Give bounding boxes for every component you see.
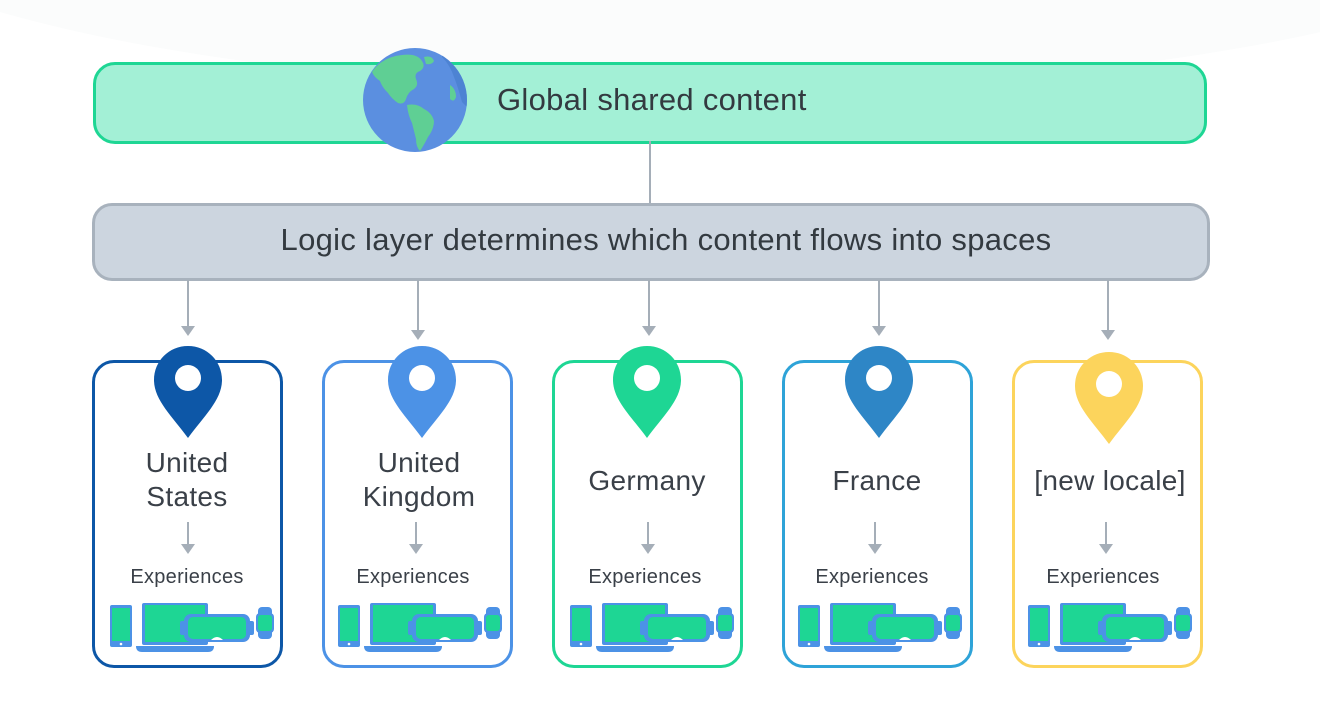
locale-title: [new locale]	[1000, 464, 1220, 498]
devices-icon-group	[570, 603, 734, 652]
phone-icon	[338, 605, 360, 647]
locale-title-line1: United	[377, 447, 461, 478]
locale-title: United Kingdom	[309, 446, 529, 514]
smartwatch-icon	[1174, 607, 1192, 639]
map-pin-icon	[845, 346, 913, 438]
vr-headset-icon	[408, 614, 482, 642]
arrow-to-experiences	[409, 522, 423, 554]
locale-title-line1: United	[145, 447, 229, 478]
smartwatch-icon	[944, 607, 962, 639]
experiences-label: Experiences	[815, 566, 929, 588]
connector-line	[649, 141, 651, 205]
devices-icon-group	[110, 603, 274, 652]
vr-headset-icon	[180, 614, 254, 642]
smartwatch-icon	[256, 607, 274, 639]
map-pin-icon	[154, 346, 222, 438]
experiences-label: Experiences	[1046, 566, 1160, 588]
vr-headset-icon	[640, 614, 714, 642]
map-pin-icon	[388, 346, 456, 438]
locale-title: France	[767, 464, 987, 498]
experiences-label: Experiences	[588, 566, 702, 588]
locale-title-line1: [new locale]	[1034, 465, 1186, 496]
global-shared-content-box	[93, 62, 1207, 144]
locale-title-line1: France	[832, 465, 922, 496]
phone-icon	[110, 605, 132, 647]
arrow-to-experiences	[181, 522, 195, 554]
vr-headset-icon	[1098, 614, 1172, 642]
smartwatch-icon	[484, 607, 502, 639]
arrow-to-experiences	[641, 522, 655, 554]
phone-icon	[798, 605, 820, 647]
arrow-to-france	[872, 280, 886, 336]
phone-icon	[570, 605, 592, 647]
globe-icon	[363, 48, 467, 152]
devices-icon-group	[1028, 603, 1192, 652]
arrow-to-new-locale	[1101, 280, 1115, 340]
phone-icon	[1028, 605, 1050, 647]
arrow-to-experiences	[1099, 522, 1113, 554]
experiences-label: Experiences	[130, 566, 244, 588]
arrow-to-experiences	[868, 522, 882, 554]
experiences-label: Experiences	[356, 566, 470, 588]
arrow-to-us	[181, 280, 195, 336]
logic-layer-box	[92, 203, 1210, 281]
map-pin-icon	[1075, 352, 1143, 444]
locale-title-line1: Germany	[588, 465, 706, 496]
map-pin-icon	[613, 346, 681, 438]
locale-title-line2: States	[146, 481, 228, 512]
locale-title: Germany	[537, 464, 757, 498]
global-shared-content-label: Global shared content	[497, 82, 807, 117]
locale-title-line2: Kingdom	[362, 481, 476, 512]
devices-icon-group	[338, 603, 502, 652]
vr-headset-icon	[868, 614, 942, 642]
smartwatch-icon	[716, 607, 734, 639]
logic-layer-label: Logic layer determines which content flo…	[280, 222, 1052, 257]
arrow-to-germany	[642, 280, 656, 336]
arrow-to-uk	[411, 280, 425, 340]
locale-title: United States	[77, 446, 297, 514]
devices-icon-group	[798, 603, 962, 652]
